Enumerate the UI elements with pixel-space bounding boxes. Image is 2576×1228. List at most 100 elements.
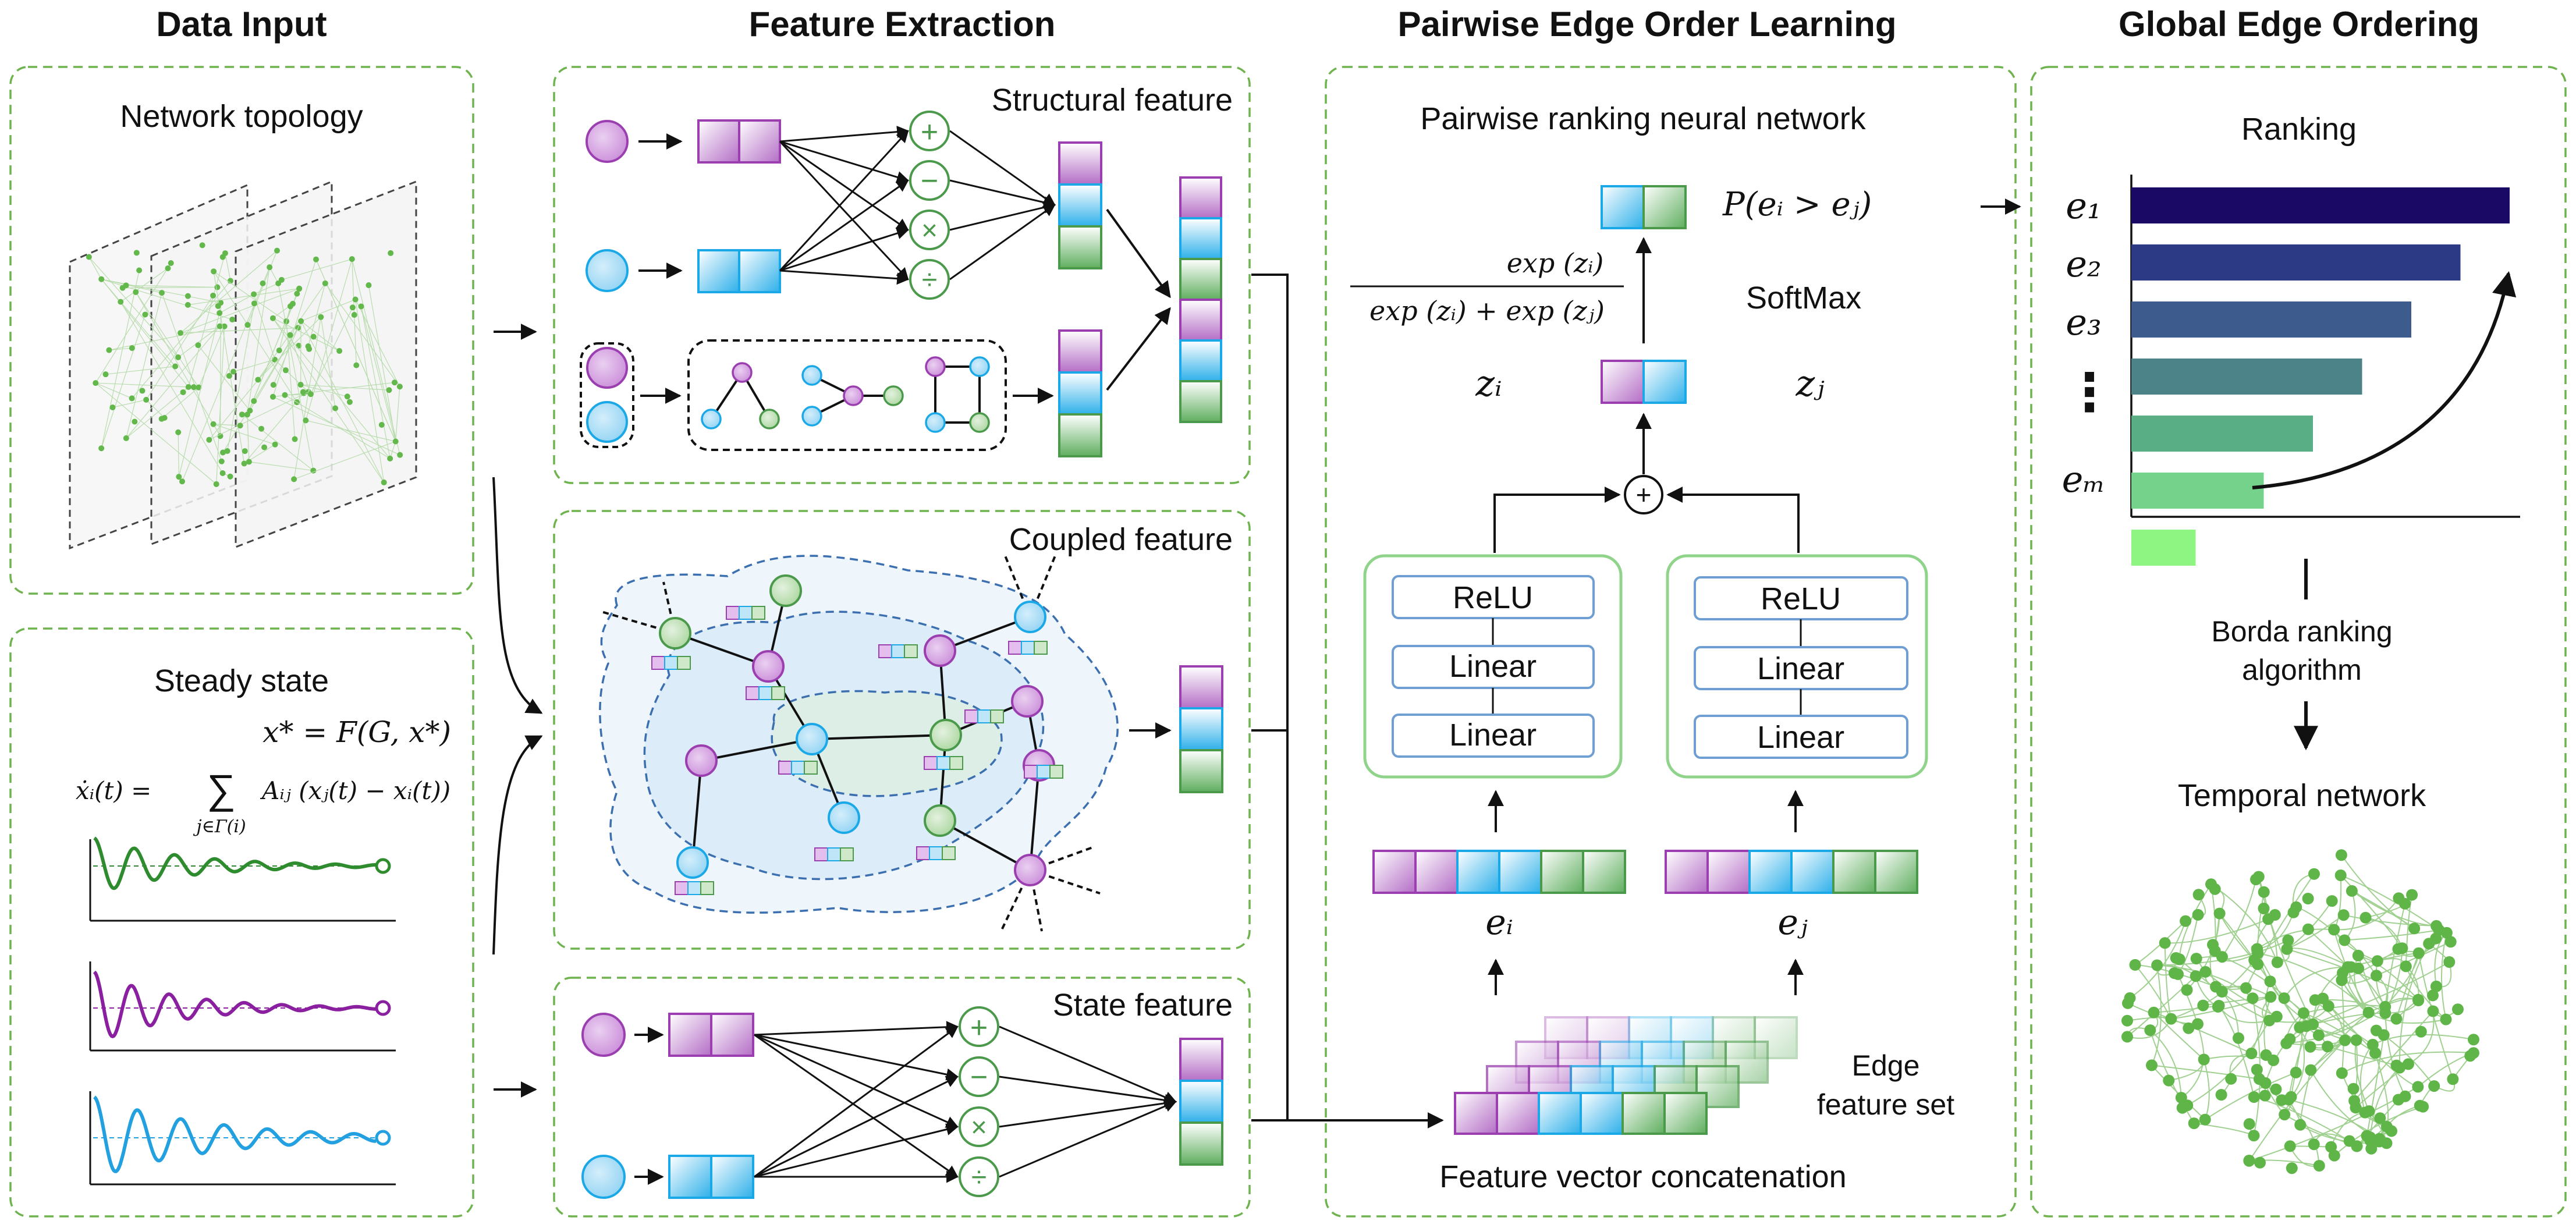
temporal-node (2294, 1119, 2307, 1131)
topology-node (246, 459, 252, 465)
coupled-mini-feature (1049, 765, 1063, 779)
state-node-blue (581, 1155, 626, 1199)
topology-node (351, 312, 357, 318)
topology-node (344, 393, 350, 400)
coupled-mini-feature (778, 761, 792, 775)
header-data-input: Data Input (156, 5, 327, 44)
topology-node (255, 377, 261, 383)
temporal-node (2199, 1113, 2211, 1126)
topology-node (290, 300, 296, 307)
temporal-node (2339, 934, 2351, 946)
temporal-node (2328, 924, 2340, 936)
op-plus-state: + (970, 1011, 988, 1045)
signal-purple-plot (89, 961, 396, 1052)
temporal-node (2400, 960, 2412, 973)
edge-ej-label: eⱼ (1777, 902, 1808, 943)
topology-node (251, 291, 257, 297)
temporal-node (2336, 1067, 2348, 1079)
temporal-node (2240, 982, 2252, 994)
topology-node (358, 303, 364, 310)
signal-blue-plot (89, 1091, 396, 1186)
temporal-node (2265, 991, 2277, 1003)
topology-node (318, 314, 324, 320)
topology-node (158, 416, 165, 422)
topology-node (226, 372, 232, 379)
temporal-node (2390, 1013, 2403, 1025)
coupled-mini-feature (804, 761, 818, 775)
temporal-node (2215, 1089, 2227, 1101)
topology-node (199, 242, 205, 249)
edge-feature-set-stack (1454, 1016, 1798, 1135)
temporal-node (2245, 1048, 2258, 1059)
structural-merged-vector (1179, 176, 1222, 423)
temporal-node (2165, 1013, 2177, 1025)
topology-node (217, 310, 223, 316)
temporal-node (2192, 1018, 2204, 1030)
state-feature-label: State feature (1053, 988, 1233, 1023)
coupled-mini-feature (916, 846, 930, 860)
edge-feature-cell (1538, 1092, 1582, 1135)
temporal-node (2181, 984, 2193, 996)
score-vector (1601, 360, 1687, 404)
temporal-node (2351, 1140, 2363, 1152)
coupled-mini-feature (677, 656, 691, 670)
panel-steady-state (9, 627, 474, 1218)
topology-node (322, 280, 328, 286)
temporal-node (2408, 922, 2421, 935)
topology-node (215, 303, 221, 309)
topology-node (206, 436, 212, 443)
edge-feature-cell (1621, 1092, 1666, 1135)
topology-node (336, 347, 343, 354)
temporal-node (2447, 1073, 2459, 1085)
coupled-node (769, 574, 802, 607)
borda-label-1: Borda ranking (2211, 615, 2392, 648)
temporal-node (2173, 953, 2185, 966)
temporal-node (2271, 956, 2283, 968)
topology-node (267, 264, 273, 271)
panel-structural-feature (553, 66, 1251, 484)
rank-label-e1: e₁ (2066, 184, 2102, 227)
temporal-node (2148, 1006, 2160, 1018)
temporal-node (2308, 868, 2320, 880)
softmax-fraction-numerator: exp (zᵢ) (1507, 247, 1604, 279)
edge-feature-set-label-2: feature set (1817, 1088, 1954, 1121)
coupled-node (796, 723, 828, 755)
state-fan-arrows (754, 1021, 1177, 1183)
temporal-node (2322, 1041, 2334, 1053)
topology-node (258, 425, 265, 432)
topology-node (86, 254, 92, 260)
topology-node (310, 333, 317, 340)
topology-node (133, 289, 139, 295)
temporal-node (2248, 1091, 2260, 1103)
topology-node (239, 411, 245, 418)
topology-node (109, 404, 116, 410)
temporal-node (2279, 1109, 2291, 1121)
topology-node (298, 318, 304, 324)
ranking-bar (2131, 244, 2461, 281)
coupled-mini-feature (878, 644, 892, 658)
temporal-node (2197, 999, 2209, 1011)
coupled-node (752, 650, 785, 683)
topology-node (397, 452, 403, 458)
topology-node (244, 322, 251, 328)
temporal-node (2366, 1038, 2379, 1050)
temporal-node (2176, 1102, 2188, 1114)
topology-node (353, 362, 360, 368)
coupled-mini-feature (942, 846, 956, 860)
temporal-node (2374, 1112, 2386, 1124)
temporal-node (2402, 1058, 2414, 1070)
temporal-node (2326, 895, 2338, 907)
topology-node (180, 389, 186, 395)
topology-node (242, 448, 248, 455)
mlp-right-relu: ReLU (1761, 581, 1841, 616)
topology-node (381, 479, 387, 485)
structural-vector-purple (697, 119, 781, 164)
structural-vector-stack-1 (1058, 141, 1102, 269)
op-plus-structural: + (921, 115, 938, 149)
rank-label-e3: e₃ (2066, 301, 2102, 343)
temporal-node (2159, 937, 2171, 949)
feature-collector-lines (1251, 274, 1444, 1128)
ranking-trend-arrow (2252, 271, 2517, 489)
topology-node (219, 470, 226, 477)
temporal-node (2264, 975, 2276, 988)
